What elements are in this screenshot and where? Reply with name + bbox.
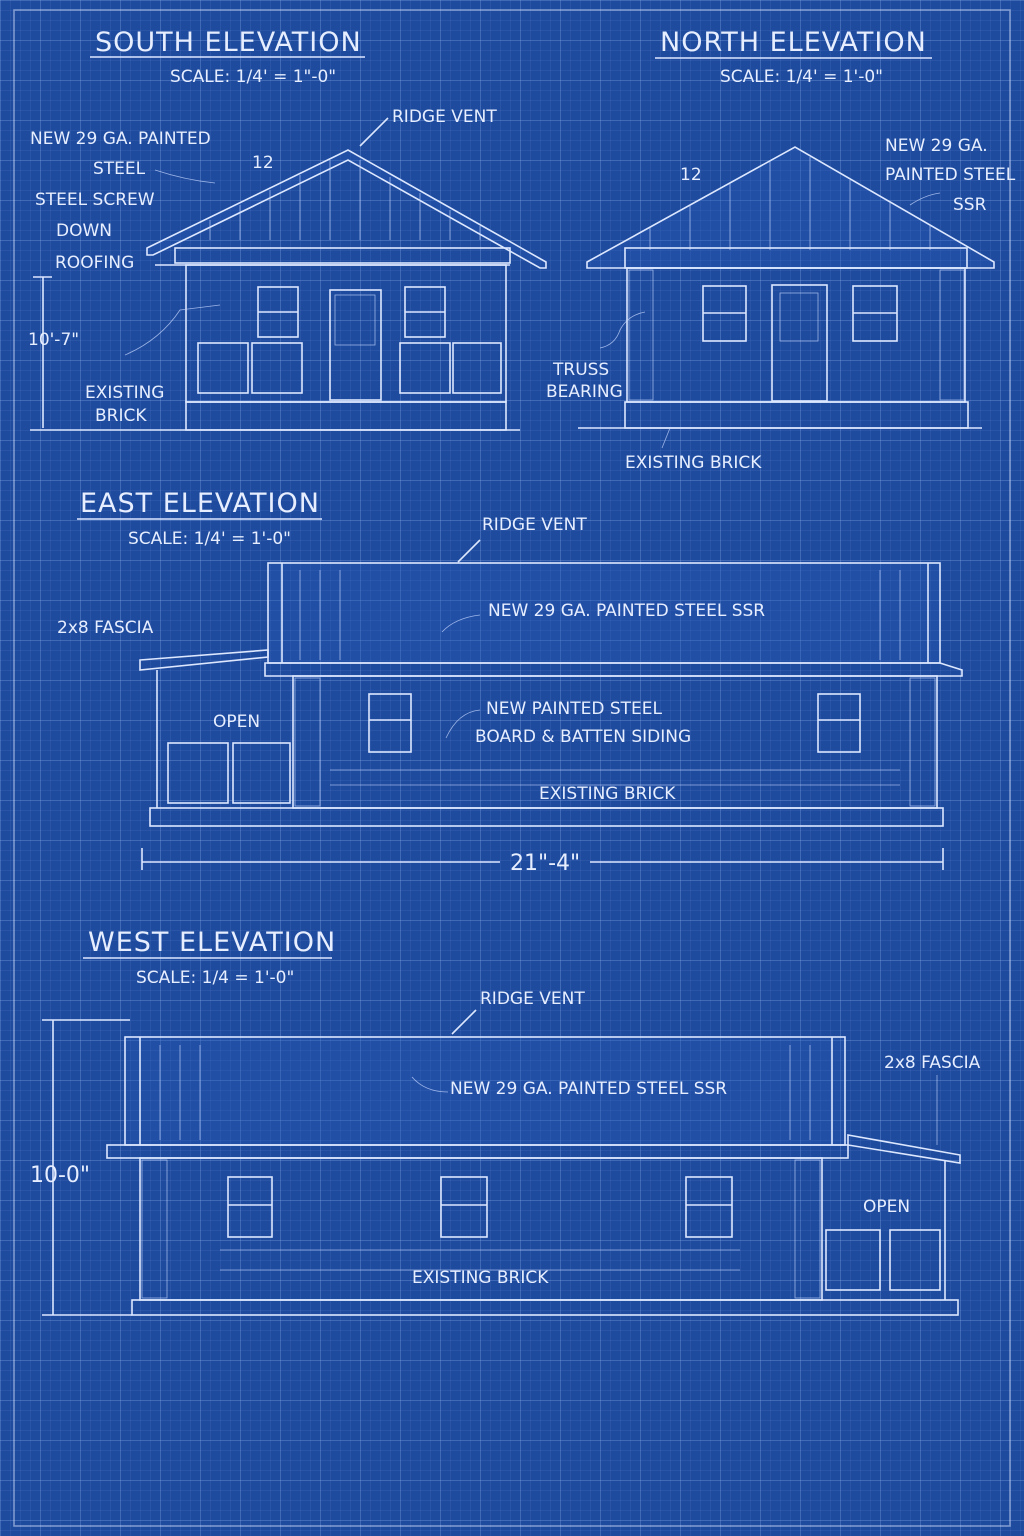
north-house-drawing [578, 146, 995, 449]
south-roof-note-2: STEEL [93, 159, 146, 179]
east-title: EAST ELEVATION [80, 488, 320, 519]
south-ridge-vent-label: RIDGE VENT [392, 107, 497, 127]
west-roof-note: NEW 29 GA. PAINTED STEEL SSR [450, 1079, 727, 1099]
south-pitch: 12 [252, 153, 274, 173]
south-scale: SCALE: 1/4' = 1"-0" [170, 67, 336, 87]
north-brick-label: EXISTING BRICK [625, 453, 762, 473]
east-brick-label: EXISTING BRICK [539, 784, 676, 804]
south-brick-label-1: EXISTING [85, 383, 164, 403]
south-elevation: SOUTH ELEVATION SCALE: 1/4' = 1"-0" RIDG… [28, 27, 547, 431]
south-roof-note-4: DOWN [56, 221, 112, 241]
west-title: WEST ELEVATION [88, 927, 336, 958]
west-scale: SCALE: 1/4 = 1'-0" [136, 968, 294, 988]
south-title: SOUTH ELEVATION [95, 27, 362, 58]
east-roof-note: NEW 29 GA. PAINTED STEEL SSR [488, 601, 765, 621]
south-house-drawing [30, 117, 547, 431]
east-ridge-vent-label: RIDGE VENT [482, 515, 587, 535]
east-siding-label-1: NEW PAINTED STEEL [486, 699, 662, 719]
north-scale: SCALE: 1/4' = 1'-0" [720, 67, 883, 87]
west-elevation: WEST ELEVATION SCALE: 1/4 = 1'-0" RIDGE … [30, 927, 981, 1316]
east-scale: SCALE: 1/4' = 1'-0" [128, 529, 291, 549]
north-roof-note-2: PAINTED STEEL [885, 165, 1016, 185]
west-house-drawing [42, 1009, 961, 1316]
west-fascia-label: 2x8 FASCIA [884, 1053, 981, 1073]
west-brick-label: EXISTING BRICK [412, 1268, 549, 1288]
east-siding-label-2: BOARD & BATTEN SIDING [475, 727, 691, 747]
east-elevation: EAST ELEVATION SCALE: 1/4' = 1'-0" RIDGE… [57, 488, 963, 876]
east-fascia-label: 2x8 FASCIA [57, 618, 154, 638]
north-truss-label-2: BEARING [546, 382, 623, 402]
north-pitch: 12 [680, 165, 702, 185]
south-brick-label-2: BRICK [95, 406, 147, 426]
north-truss-label-1: TRUSS [552, 360, 609, 380]
west-ridge-vent-label: RIDGE VENT [480, 989, 585, 1009]
south-roof-note-1: NEW 29 GA. PAINTED [30, 129, 211, 149]
south-roof-note-3: STEEL SCREW [35, 190, 155, 210]
south-height-dimension: 10'-7" [28, 330, 79, 350]
west-open-label: OPEN [863, 1197, 910, 1217]
east-open-label: OPEN [213, 712, 260, 732]
west-height-dimension: 10-0" [30, 1163, 90, 1188]
north-title: NORTH ELEVATION [660, 27, 927, 58]
north-roof-note-1: NEW 29 GA. [885, 136, 988, 156]
sheet-border [13, 9, 1011, 1527]
east-house-drawing [139, 539, 963, 870]
north-roof-note-3: SSR [953, 195, 987, 215]
east-length-dimension: 21"-4" [510, 851, 580, 876]
south-roof-note-5: ROOFING [55, 253, 134, 273]
north-elevation: NORTH ELEVATION SCALE: 1/4' = 1'-0" 12 N… [546, 27, 1016, 473]
